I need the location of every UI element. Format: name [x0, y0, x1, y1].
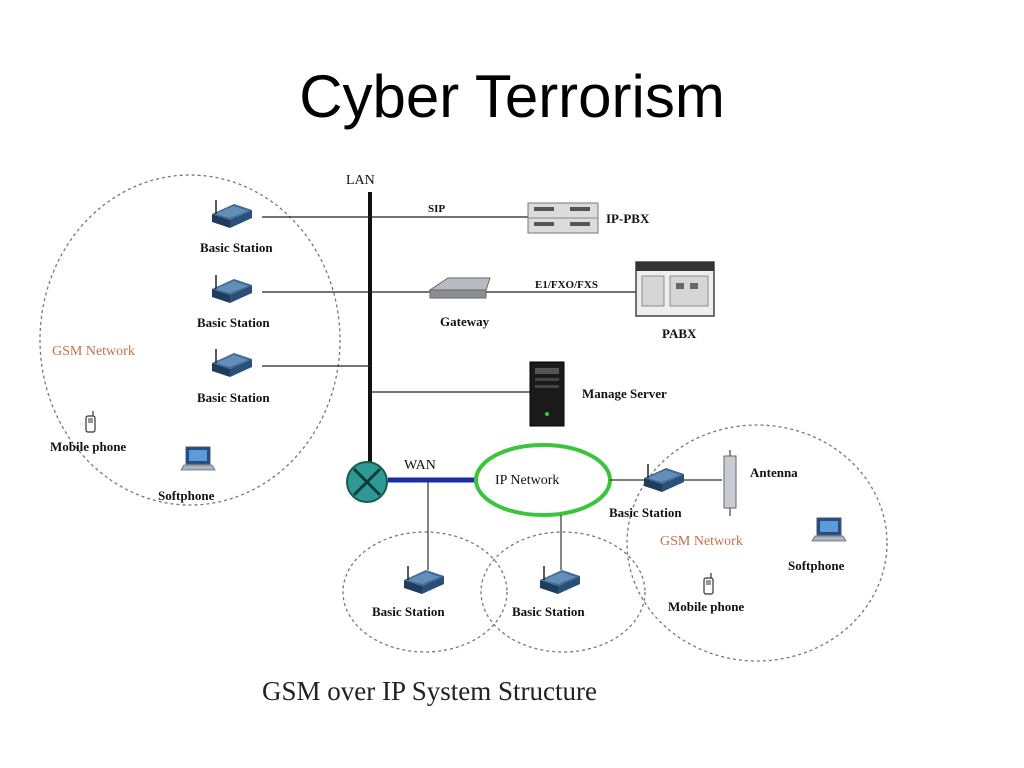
diagram-caption: GSM over IP System Structure — [262, 676, 597, 706]
softphone-label: Softphone — [788, 558, 845, 573]
router-icon — [346, 461, 388, 503]
softphone-label: Softphone — [158, 488, 215, 503]
gsm-network-label-right: GSM Network — [660, 534, 743, 549]
antenna-label: Antenna — [750, 465, 798, 480]
basic-station-icon — [211, 274, 253, 304]
pabx-label: PABX — [662, 326, 697, 341]
ip-network-label: IP Network — [495, 473, 559, 488]
basic-station-icon — [211, 199, 253, 229]
gsm-cloud-right — [626, 424, 888, 662]
mobile-phone-label: Mobile phone — [50, 439, 126, 454]
pabx-icon — [635, 261, 715, 317]
gsm-cloud-left — [39, 174, 341, 506]
gateway-icon — [428, 277, 491, 299]
mobile-phone-icon — [85, 410, 96, 433]
gateway-label: Gateway — [440, 314, 490, 329]
basic-station-label: Basic Station — [197, 315, 270, 330]
manage-server-icon — [529, 361, 565, 427]
softphone-laptop-icon — [811, 517, 847, 542]
basic-station-label: Basic Station — [200, 240, 273, 255]
basic-station-label: Basic Station — [197, 390, 270, 405]
softphone-laptop-icon — [180, 446, 216, 471]
basic-station-icon — [539, 565, 581, 595]
mobile-phone-label: Mobile phone — [668, 599, 744, 614]
lan-label: LAN — [346, 173, 375, 188]
ip-pbx-icon — [527, 202, 599, 234]
manage-server-label: Manage Server — [582, 386, 667, 401]
bts-cloud-bottom-right — [480, 531, 646, 653]
mobile-phone-icon — [703, 572, 714, 595]
basic-station-icon — [211, 348, 253, 378]
basic-station-label: Basic Station — [372, 604, 445, 619]
basic-station-label: Basic Station — [512, 604, 585, 619]
basic-station-icon — [403, 565, 445, 595]
wan-label: WAN — [404, 458, 436, 473]
ip-pbx-label: IP-PBX — [606, 211, 650, 226]
slide-title: Cyber Terrorism — [299, 63, 725, 130]
sip-label: SIP — [428, 203, 445, 215]
antenna-icon — [723, 450, 737, 516]
gsm-network-label-left: GSM Network — [52, 344, 135, 359]
basic-station-label: Basic Station — [609, 505, 682, 520]
trunk-label: E1/FXO/FXS — [535, 279, 598, 291]
basic-station-icon — [643, 463, 685, 493]
bts-cloud-bottom-left — [342, 531, 508, 653]
